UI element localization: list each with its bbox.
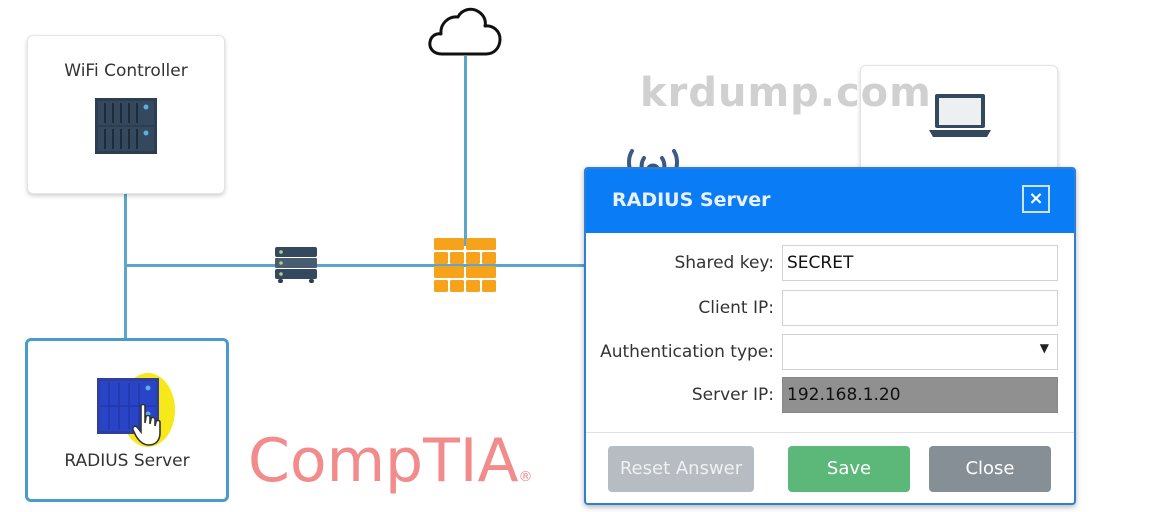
radius-server-label: RADIUS Server bbox=[64, 451, 190, 471]
server-rack-icon bbox=[97, 378, 159, 434]
network-switch-icon[interactable] bbox=[274, 246, 318, 284]
dialog-title: RADIUS Server bbox=[612, 189, 771, 211]
server-rack-icon bbox=[95, 98, 157, 154]
close-icon[interactable]: × bbox=[1022, 185, 1050, 213]
footer-divider bbox=[586, 432, 1074, 433]
pointer-hand-icon bbox=[132, 403, 162, 447]
shared-key-input[interactable]: SECRET bbox=[782, 245, 1058, 281]
auth-type-select[interactable]: ▼ bbox=[782, 334, 1058, 370]
save-button[interactable]: Save bbox=[788, 446, 910, 492]
server-ip-input: 192.168.1.20 bbox=[782, 377, 1058, 413]
site-watermark: krdump.com bbox=[640, 70, 932, 116]
shared-key-label: Shared key: bbox=[674, 253, 774, 273]
link-cloud-firewall bbox=[464, 56, 467, 246]
wifi-controller-node[interactable]: WiFi Controller bbox=[27, 35, 225, 194]
server-ip-row: Server IP: 192.168.1.20 bbox=[586, 377, 1074, 415]
firewall-icon[interactable] bbox=[434, 238, 496, 294]
laptop-icon bbox=[929, 92, 991, 138]
chevron-down-icon: ▼ bbox=[1039, 341, 1049, 355]
registered-mark: ® bbox=[518, 469, 533, 485]
radius-server-node[interactable]: RADIUS Server bbox=[25, 338, 229, 502]
laptop-node[interactable] bbox=[860, 65, 1058, 187]
link-main-horizontal bbox=[124, 264, 588, 267]
shared-key-row: Shared key: SECRET bbox=[586, 245, 1074, 283]
reset-answer-button[interactable]: Reset Answer bbox=[608, 446, 754, 492]
auth-type-row: Authentication type: ▼ bbox=[586, 334, 1074, 372]
wifi-controller-label: WiFi Controller bbox=[64, 61, 188, 81]
server-ip-label: Server IP: bbox=[691, 385, 774, 405]
brand-watermark-text: CompTIA bbox=[248, 426, 519, 496]
dialog-header: RADIUS Server × bbox=[586, 169, 1074, 233]
client-ip-label: Client IP: bbox=[698, 298, 774, 318]
close-button[interactable]: Close bbox=[929, 446, 1051, 492]
auth-type-label: Authentication type: bbox=[600, 342, 774, 362]
client-ip-row: Client IP: bbox=[586, 290, 1074, 328]
brand-watermark: CompTIA® bbox=[248, 426, 533, 496]
cloud-icon[interactable] bbox=[428, 4, 504, 58]
client-ip-input[interactable] bbox=[782, 290, 1058, 326]
radius-server-dialog: RADIUS Server × Shared key: SECRET Clien… bbox=[584, 167, 1076, 505]
